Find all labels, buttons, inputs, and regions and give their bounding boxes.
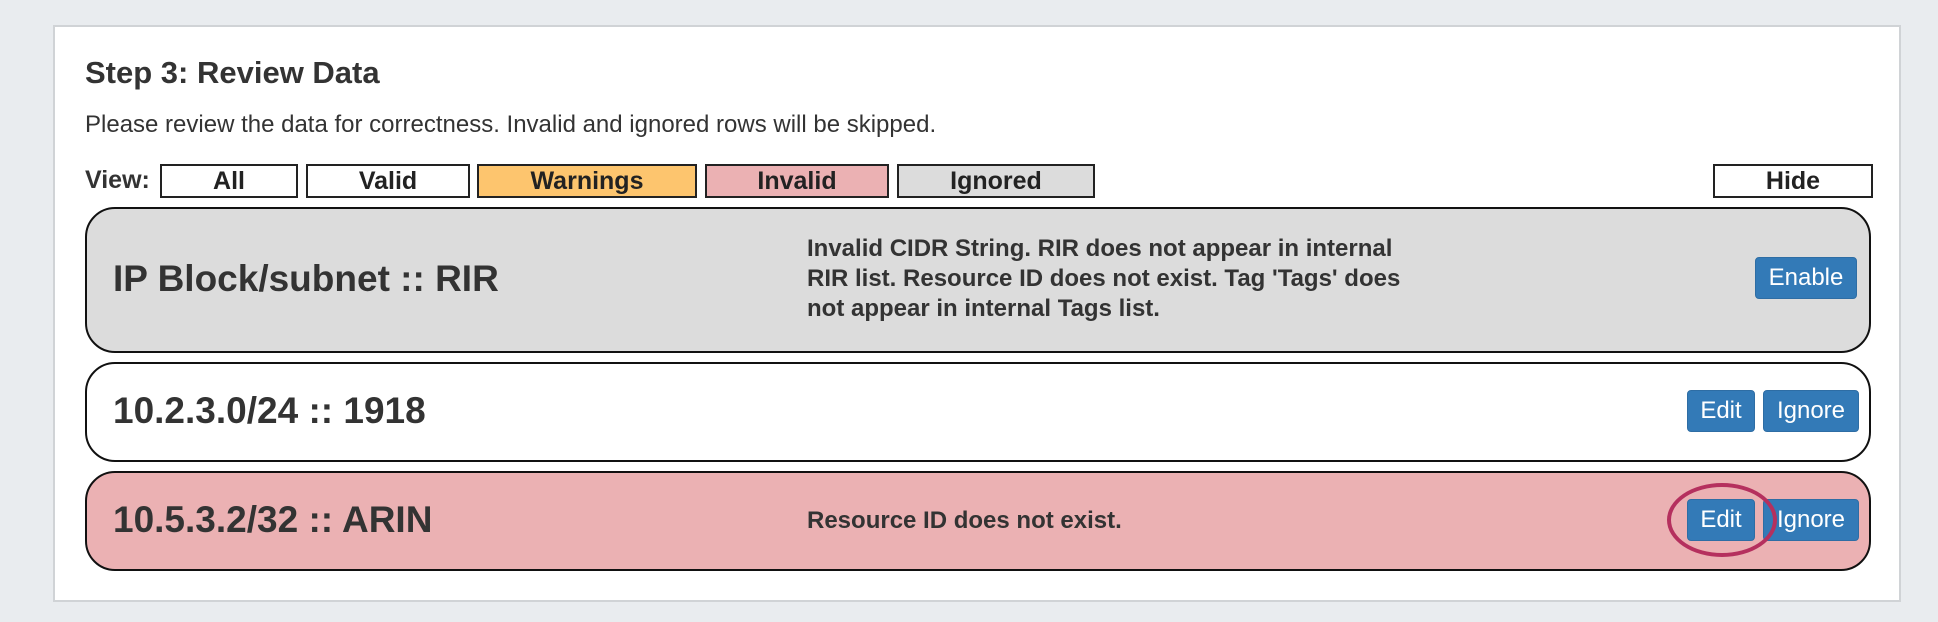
- row-title: 10.5.3.2/32 :: ARIN: [113, 499, 433, 540]
- filter-all-button[interactable]: All: [160, 164, 298, 198]
- row-message-line: RIR list. Resource ID does not exist. Ta…: [807, 265, 1401, 292]
- row-message-line: Resource ID does not exist.: [807, 507, 1122, 534]
- row-message: Resource ID does not exist.: [807, 506, 1122, 536]
- review-data-panel: Step 3: Review Data Please review the da…: [53, 25, 1901, 602]
- filter-warnings-button[interactable]: Warnings: [477, 164, 697, 198]
- page-title: Step 3: Review Data: [85, 55, 380, 90]
- row-title: 10.2.3.0/24 :: 1918: [113, 390, 426, 431]
- instructions-text: Please review the data for correctness. …: [85, 111, 937, 138]
- edit-button[interactable]: Edit: [1687, 499, 1755, 541]
- row-message: Invalid CIDR String. RIR does not appear…: [807, 234, 1400, 324]
- table-row: 10.5.3.2/32 :: ARIN Resource ID does not…: [85, 471, 1871, 571]
- row-title: IP Block/subnet :: RIR: [113, 258, 499, 299]
- ignore-button[interactable]: Ignore: [1763, 390, 1859, 432]
- row-message-line: not appear in internal Tags list.: [807, 295, 1160, 322]
- edit-button[interactable]: Edit: [1687, 390, 1755, 432]
- view-label: View:: [85, 166, 150, 194]
- hide-button[interactable]: Hide: [1713, 164, 1873, 198]
- filter-valid-button[interactable]: Valid: [306, 164, 470, 198]
- table-row: IP Block/subnet :: RIR Invalid CIDR Stri…: [85, 207, 1871, 353]
- ignore-button[interactable]: Ignore: [1763, 499, 1859, 541]
- filter-ignored-button[interactable]: Ignored: [897, 164, 1095, 198]
- filter-invalid-button[interactable]: Invalid: [705, 164, 889, 198]
- enable-button[interactable]: Enable: [1755, 257, 1857, 299]
- row-message-line: Invalid CIDR String. RIR does not appear…: [807, 235, 1393, 262]
- table-row: 10.2.3.0/24 :: 1918 Edit Ignore: [85, 362, 1871, 462]
